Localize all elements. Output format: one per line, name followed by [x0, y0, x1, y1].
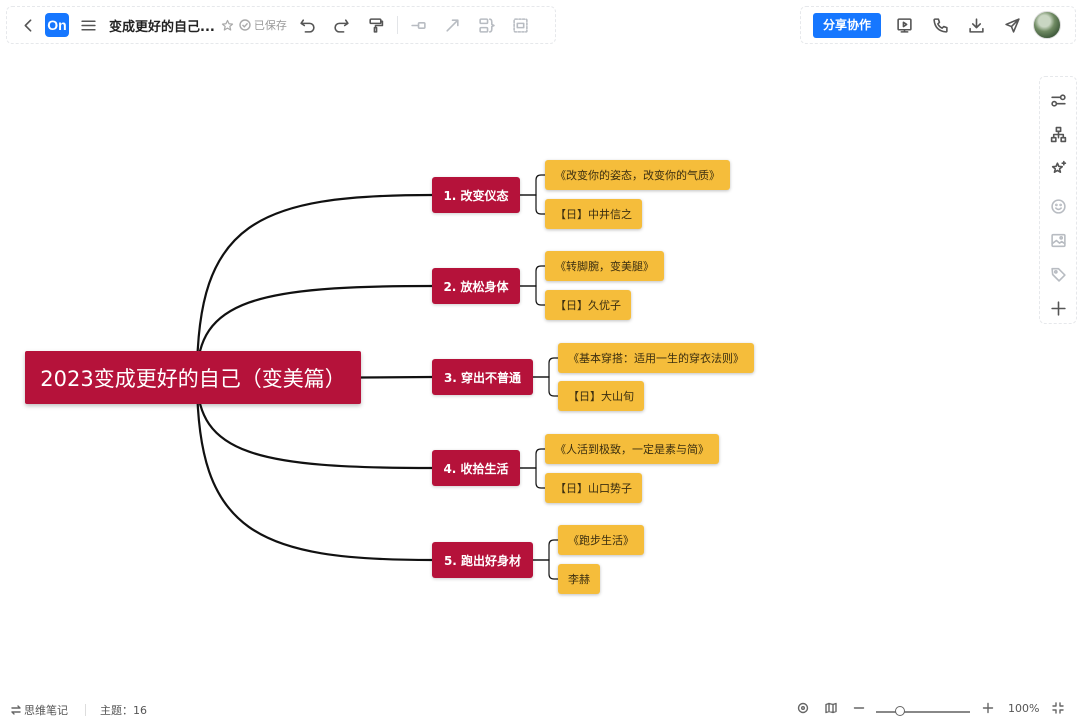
mode-label: 思维笔记 — [24, 704, 68, 717]
connector-branch-5-leaf-2 — [533, 559, 558, 580]
send-icon[interactable] — [999, 12, 1025, 38]
top-left-toolbar: On 变成更好的自己... 已保存 — [6, 6, 556, 44]
menu-icon[interactable] — [75, 12, 101, 38]
leaf-topic-4-2[interactable]: 【日】山口势子 — [545, 473, 642, 503]
status-divider — [85, 704, 86, 716]
undo-icon[interactable] — [295, 12, 321, 38]
image-icon[interactable] — [1044, 226, 1072, 254]
zoom-slider-thumb[interactable] — [894, 706, 905, 716]
leaf-topic-2-2[interactable]: 【日】久优子 — [545, 290, 631, 320]
connector-branch-2-leaf-2 — [520, 285, 545, 306]
style-settings-icon[interactable] — [1044, 86, 1072, 114]
zoom-slider-track[interactable] — [876, 711, 970, 713]
document-title[interactable]: 变成更好的自己... — [109, 19, 215, 35]
leaf-topic-3-2[interactable]: 【日】大山旬 — [558, 381, 644, 411]
topic-count: 主题：16 — [100, 704, 147, 717]
minimap-icon[interactable] — [825, 702, 837, 714]
leaf-topic-5-2[interactable]: 李赫 — [558, 564, 600, 594]
format-painter-icon[interactable] — [363, 12, 389, 38]
leaf-topic-2-1[interactable]: 《转脚腕，变美腿》 — [545, 251, 664, 281]
connector-root-branch-3 — [360, 375, 433, 379]
branch-topic-4[interactable]: 4. 收拾生活 — [432, 450, 520, 486]
branch-topic-3[interactable]: 3. 穿出不普通 — [432, 359, 533, 395]
connector-branch-1-leaf-1 — [520, 174, 545, 196]
back-chevron-icon[interactable] — [15, 12, 41, 38]
leaf-topic-3-1[interactable]: 《基本穿搭：适用一生的穿衣法则》 — [558, 343, 754, 373]
user-avatar[interactable] — [1033, 11, 1062, 39]
connector-branch-3-leaf-1 — [533, 357, 558, 378]
bottom-status-bar: 思维笔记 主题：16 100% — [0, 700, 1080, 719]
presentation-play-icon[interactable] — [891, 12, 917, 38]
insert-subtopic-icon[interactable] — [406, 12, 432, 38]
share-collaborate-button[interactable]: 分享协作 — [813, 12, 882, 38]
leaf-topic-1-1[interactable]: 《改变你的姿态，改变你的气质》 — [545, 160, 730, 190]
locate-center-icon[interactable] — [797, 702, 809, 714]
connector-branch-5-leaf-1 — [533, 539, 558, 561]
zoom-level[interactable]: 100% — [1008, 702, 1040, 715]
fullscreen-icon[interactable] — [1052, 702, 1064, 714]
zoom-in-icon[interactable] — [982, 702, 994, 714]
toolbar-divider — [396, 16, 398, 34]
summary-bracket-icon[interactable] — [474, 12, 500, 38]
connector-branch-2-leaf-1 — [520, 265, 545, 287]
outline-frame-icon[interactable] — [508, 12, 534, 38]
branch-topic-1[interactable]: 1. 改变仪态 — [432, 177, 520, 213]
mode-switch[interactable]: 思维笔记 — [10, 702, 68, 718]
phone-icon[interactable] — [927, 12, 953, 38]
connector-branch-3-leaf-2 — [533, 376, 558, 397]
branch-topic-2[interactable]: 2. 放松身体 — [432, 268, 520, 304]
check-circle-icon — [239, 19, 251, 31]
connector-branch-1-leaf-2 — [520, 194, 545, 215]
star-icon[interactable] — [219, 12, 237, 38]
right-side-panel — [1039, 76, 1077, 324]
emoji-icon[interactable] — [1044, 192, 1072, 220]
add-plus-icon[interactable] — [1044, 294, 1072, 322]
redo-icon[interactable] — [329, 12, 355, 38]
leaf-topic-4-1[interactable]: 《人活到极致，一定是素与简》 — [545, 434, 719, 464]
tag-icon[interactable] — [1044, 260, 1072, 288]
root-topic[interactable]: 2023变成更好的自己（变美篇） — [25, 351, 361, 404]
structure-icon[interactable] — [1044, 120, 1072, 148]
leaf-topic-1-2[interactable]: 【日】中井信之 — [545, 199, 642, 229]
connector-branch-4-leaf-2 — [520, 467, 545, 489]
app-logo[interactable]: On — [45, 13, 69, 37]
top-right-toolbar: 分享协作 — [800, 6, 1076, 44]
relation-arrow-icon[interactable] — [440, 12, 466, 38]
saved-status-text: 已保存 — [253, 19, 287, 32]
branch-topic-5[interactable]: 5. 跑出好身材 — [432, 542, 533, 578]
connector-branch-4-leaf-1 — [520, 448, 545, 469]
switch-arrows-icon — [11, 705, 21, 715]
download-icon[interactable] — [963, 12, 989, 38]
magic-star-icon[interactable] — [1044, 154, 1072, 182]
saved-status: 已保存 — [239, 17, 287, 33]
zoom-out-icon[interactable] — [853, 702, 865, 714]
connector-root-branch-5 — [195, 377, 433, 562]
leaf-topic-5-1[interactable]: 《跑步生活》 — [558, 525, 644, 555]
